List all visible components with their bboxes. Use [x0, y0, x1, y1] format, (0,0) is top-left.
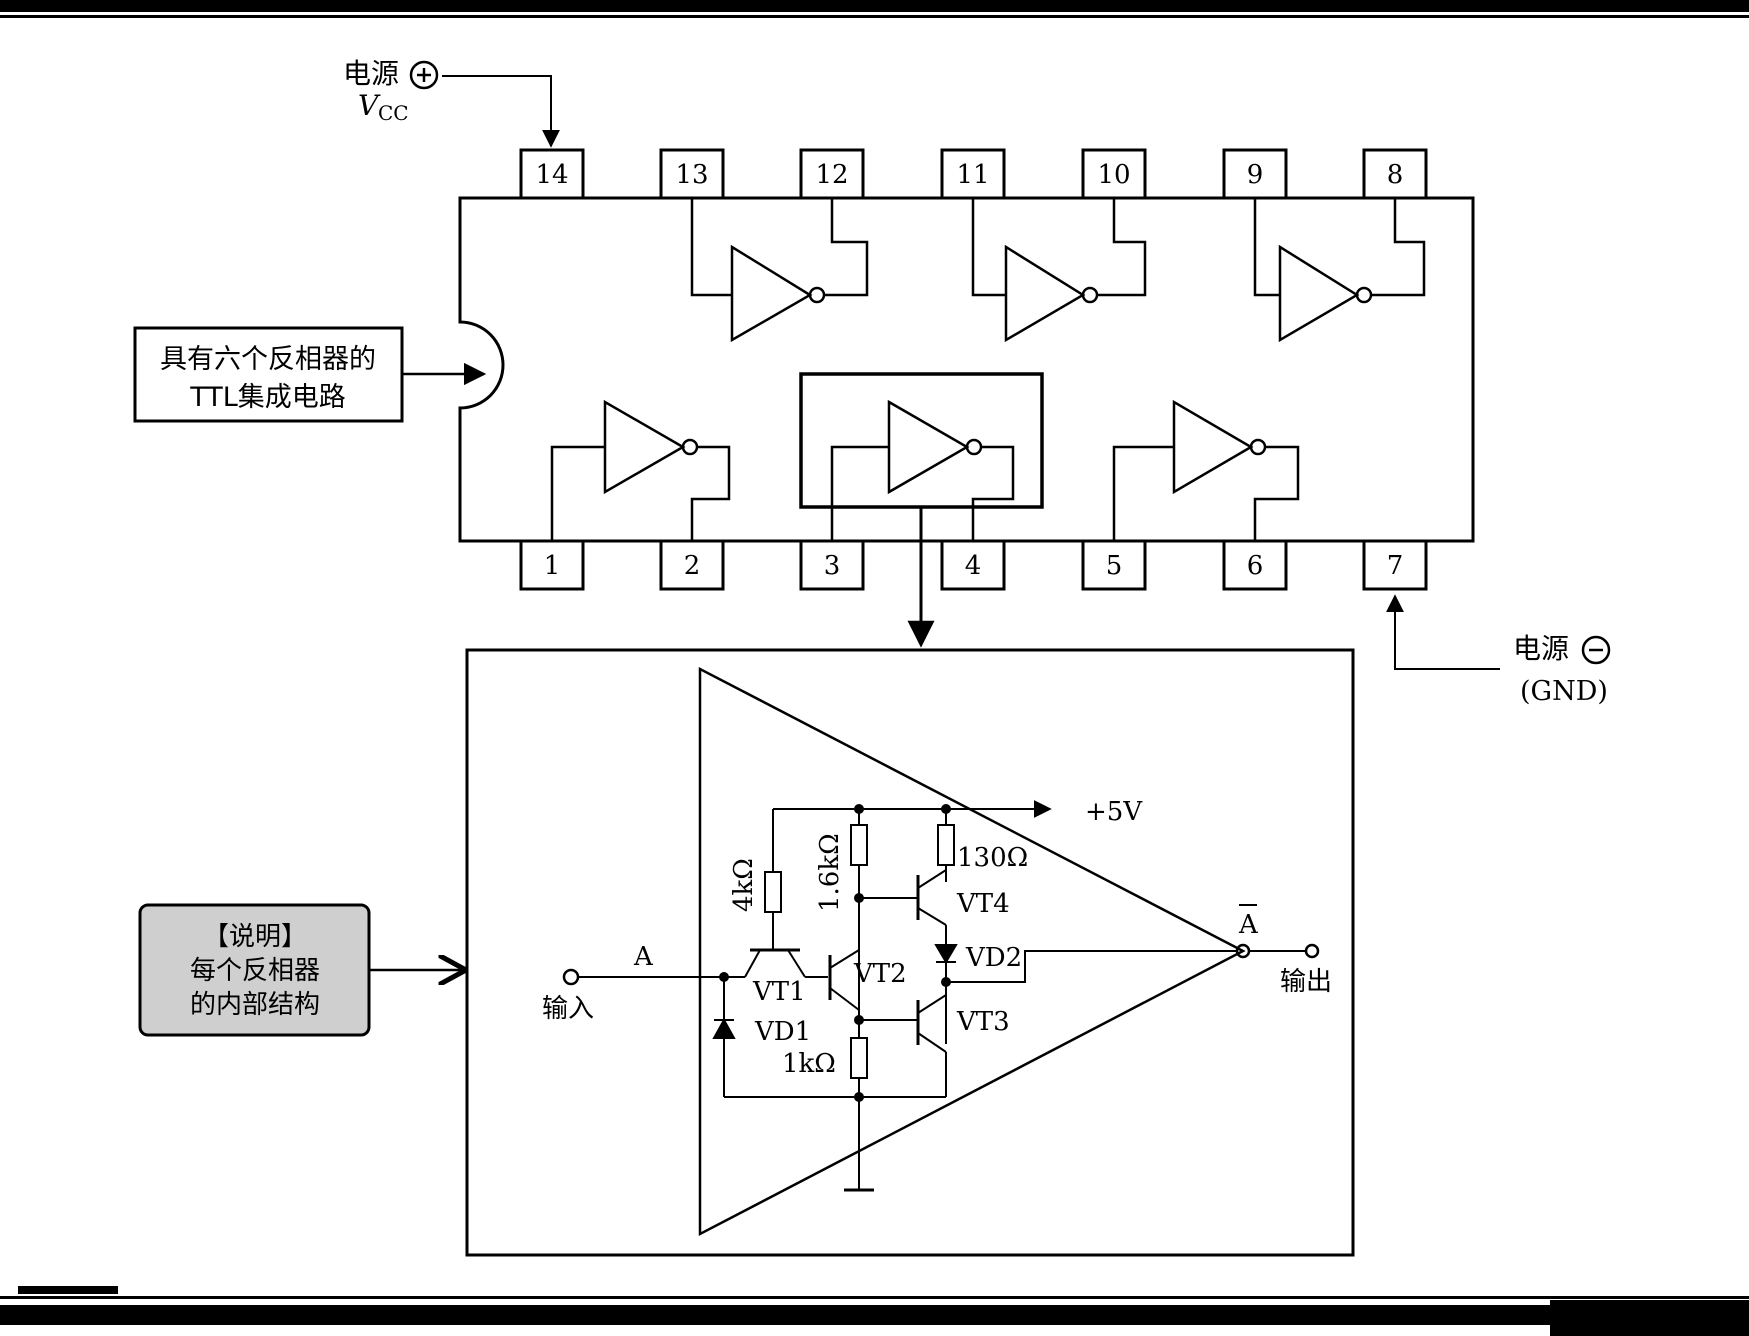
- detail-frame: [465, 648, 1355, 1257]
- pin-4: 4: [965, 551, 982, 581]
- svg-text:【说明】: 【说明】: [203, 922, 307, 952]
- vd2-label: VD2: [965, 943, 1022, 973]
- svg-text:每个反相器: 每个反相器: [190, 956, 320, 986]
- gnd-arrow: [1386, 594, 1500, 670]
- plus-circle-icon: [409, 60, 439, 90]
- bottom-gates: [550, 399, 1300, 541]
- r-1.6k-label: 1.6kΩ: [815, 833, 845, 912]
- vt3-label: VT3: [956, 1007, 1010, 1037]
- bottom-rule-thin: [0, 1296, 1749, 1299]
- vcc-arrow: [442, 75, 560, 148]
- pin-1: 1: [544, 551, 561, 581]
- pin-2: 2: [684, 551, 701, 581]
- supply-label: +5V: [1085, 797, 1143, 827]
- pin-9: 9: [1247, 160, 1264, 190]
- pin-5: 5: [1106, 551, 1123, 581]
- svg-text:电源: 电源: [343, 57, 399, 90]
- internal-circuit: [562, 800, 1320, 1192]
- pin-12: 12: [815, 160, 848, 190]
- svg-text:具有六个反相器的: 具有六个反相器的: [160, 344, 376, 375]
- vt4-label: VT4: [956, 889, 1010, 919]
- bottom-rule-short: [18, 1286, 118, 1294]
- power-positive-label: 电源 V CC: [343, 57, 439, 125]
- pin-3: 3: [824, 551, 841, 581]
- output-node-label: A: [1238, 910, 1259, 940]
- circuit-labels: +5V A 输入 A 输出 4kΩ 1.6kΩ 130Ω 1kΩ VT1 VT2…: [542, 797, 1332, 1079]
- bottom-pin-labels: 1 2 3 4 5 6 7: [544, 551, 1404, 581]
- pin-14: 14: [535, 160, 568, 190]
- minus-circle-icon: [1581, 635, 1611, 665]
- input-node-label: A: [633, 942, 654, 972]
- bottom-rule-thick: [0, 1305, 1749, 1325]
- junction-dots: [719, 804, 951, 1102]
- chip-body: [458, 196, 1475, 543]
- pin-8: 8: [1387, 160, 1404, 190]
- pin-10: 10: [1097, 160, 1130, 190]
- top-rule-thick: [0, 0, 1749, 12]
- svg-text:电源: 电源: [1513, 632, 1569, 665]
- bottom-pins: [519, 539, 1428, 591]
- explanation-callout: 【说明】 每个反相器 的内部结构: [138, 903, 371, 1037]
- top-pins: [519, 148, 1428, 200]
- top-rule-thin: [0, 15, 1749, 18]
- top-pin-labels: 14 13 12 11 10 9 8: [535, 160, 1403, 190]
- svg-text:的内部结构: 的内部结构: [190, 990, 320, 1020]
- pin-11: 11: [956, 160, 989, 190]
- highlight-box: [799, 372, 1044, 509]
- r-130-label: 130Ω: [957, 843, 1028, 873]
- vt2-label: VT2: [853, 959, 907, 989]
- top-gates: [690, 198, 1426, 343]
- pin-13: 13: [675, 160, 708, 190]
- power-negative-label: 电源 (GND): [1513, 632, 1611, 707]
- r-4k-label: 4kΩ: [729, 858, 759, 912]
- svg-text:TTL集成电路: TTL集成电路: [189, 382, 346, 413]
- svg-text:(GND): (GND): [1520, 676, 1608, 707]
- vt1-label: VT1: [752, 977, 806, 1007]
- svg-text:V: V: [358, 89, 381, 122]
- pin-7: 7: [1387, 551, 1404, 581]
- svg-text:CC: CC: [378, 101, 409, 125]
- vd1-label: VD1: [754, 1017, 811, 1047]
- bottom-right-tab: [1550, 1300, 1749, 1336]
- chip-callout: 具有六个反相器的 TTL集成电路: [133, 326, 404, 423]
- r-1k-label: 1kΩ: [782, 1049, 836, 1079]
- output-label: 输出: [1280, 967, 1332, 997]
- input-label: 输入: [542, 994, 594, 1024]
- pin-6: 6: [1247, 551, 1264, 581]
